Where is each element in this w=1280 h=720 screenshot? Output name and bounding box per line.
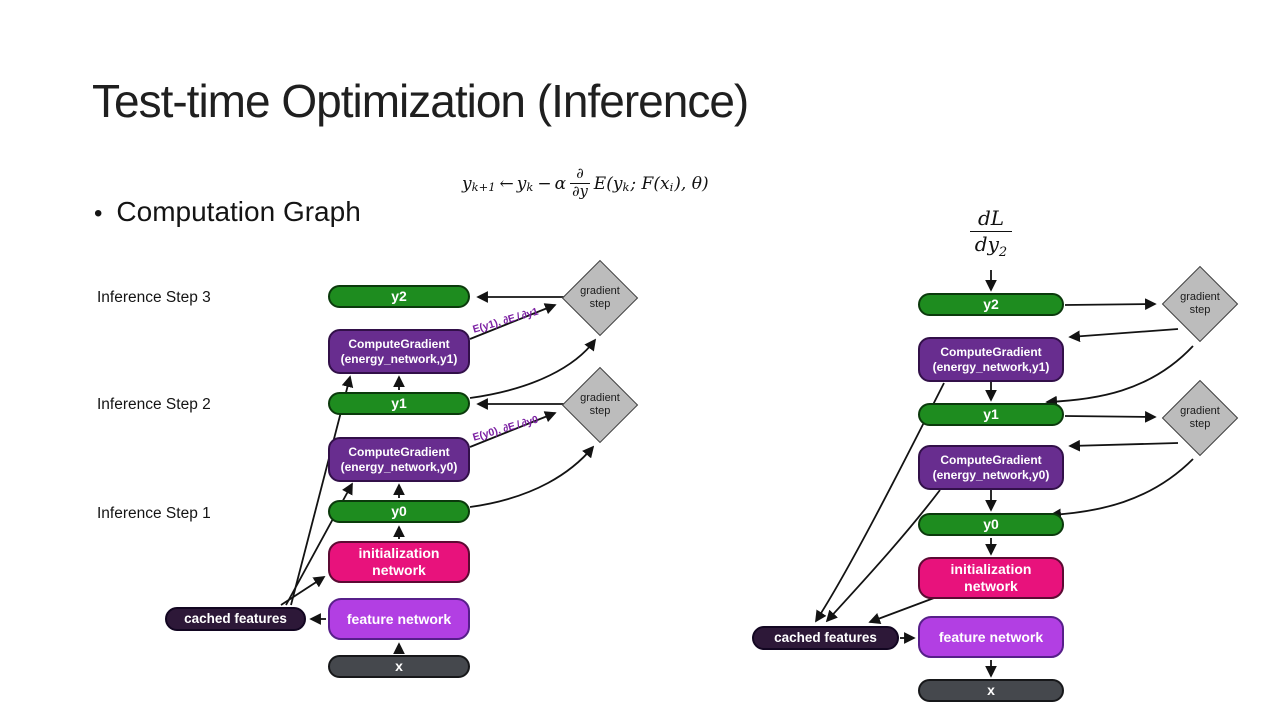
arrow-gradstep2-to-y0 (1049, 458, 1194, 521)
arrow-cg-y0-to-cached (825, 489, 941, 623)
formula-term: y (462, 173, 472, 194)
formula-sub: k (622, 179, 630, 194)
arrow-gradstep-to-cg-y1 (1068, 328, 1179, 343)
formula-frac-den: ∂y (570, 183, 590, 201)
node-cached-features: cached features (165, 607, 306, 631)
formula-term: E(y (593, 173, 623, 194)
bullet-item: • Computation Graph (94, 196, 361, 228)
gradient-step-label: gradient step (580, 285, 620, 310)
gradient-step-label: gradient step (1180, 405, 1220, 430)
node-compute-gradient-y1: ComputeGradient (energy_network,y1) (918, 337, 1064, 382)
node-compute-gradient-y0: ComputeGradient (energy_network,y0) (918, 445, 1064, 490)
inference-step-2-label: Inference Step 2 (97, 396, 211, 413)
inference-step-1-label: Inference Step 1 (97, 505, 211, 522)
node-y0: y0 (918, 513, 1064, 536)
arrow-gradstep-to-y1 (1045, 345, 1194, 408)
node-cached-features: cached features (752, 626, 899, 650)
node-feature-network: feature network (918, 616, 1064, 658)
formula-term: y (516, 173, 527, 194)
arrow-y0-to-gradstep (469, 445, 595, 508)
node-x: x (918, 679, 1064, 702)
formula-fraction: ∂ ∂y (570, 166, 590, 202)
node-compute-gradient-y0: ComputeGradient (energy_network,y0) (328, 437, 470, 482)
loss-gradient-den: dy2 (969, 231, 1013, 261)
formula-frac-num: ∂ (576, 166, 584, 182)
formula-sub: k+1 (471, 179, 496, 194)
arrow-cached-to-init (280, 576, 326, 606)
arrow-y1-to-gradstep2 (1064, 411, 1157, 423)
formula-sub: i (669, 179, 674, 194)
edge-label-energy-y0: E(y0), ∂E / ∂y0 (471, 413, 540, 444)
gradient-step-label: gradient step (580, 392, 620, 417)
bullet-dot: • (94, 200, 103, 227)
loss-gradient-label: dL dy2 (958, 206, 1024, 261)
bullet-label: Computation Graph (116, 196, 361, 227)
node-initialization-network: initialization network (918, 557, 1064, 599)
loss-gradient-num: dL (977, 206, 1005, 230)
edge-label-energy-y1: E(y1), ∂E / ∂y1 (471, 305, 540, 336)
formula-minus: − (537, 173, 552, 194)
node-y2: y2 (328, 285, 470, 308)
formula-term: ; F(x (630, 173, 670, 194)
node-y1: y1 (328, 392, 470, 415)
formula-alpha: α (554, 173, 567, 194)
formula-term: ), θ) (674, 173, 709, 194)
node-feature-network: feature network (328, 598, 470, 640)
arrow-y2-to-gradstep (1064, 298, 1157, 310)
node-compute-gradient-y1: ComputeGradient (energy_network,y1) (328, 329, 470, 374)
arrow-gradstep2-to-cg-y0 (1068, 439, 1179, 452)
node-y0: y0 (328, 500, 470, 523)
node-initialization-network: initialization network (328, 541, 470, 583)
formula-assign: ← (499, 173, 514, 194)
node-y1: y1 (918, 403, 1064, 426)
gradient-step-label: gradient step (1180, 291, 1220, 316)
inference-step-3-label: Inference Step 3 (97, 289, 211, 306)
page-title: Test-time Optimization (Inference) (92, 75, 749, 127)
node-y2: y2 (918, 293, 1064, 316)
formula-sub: k (526, 179, 534, 194)
node-x: x (328, 655, 470, 678)
